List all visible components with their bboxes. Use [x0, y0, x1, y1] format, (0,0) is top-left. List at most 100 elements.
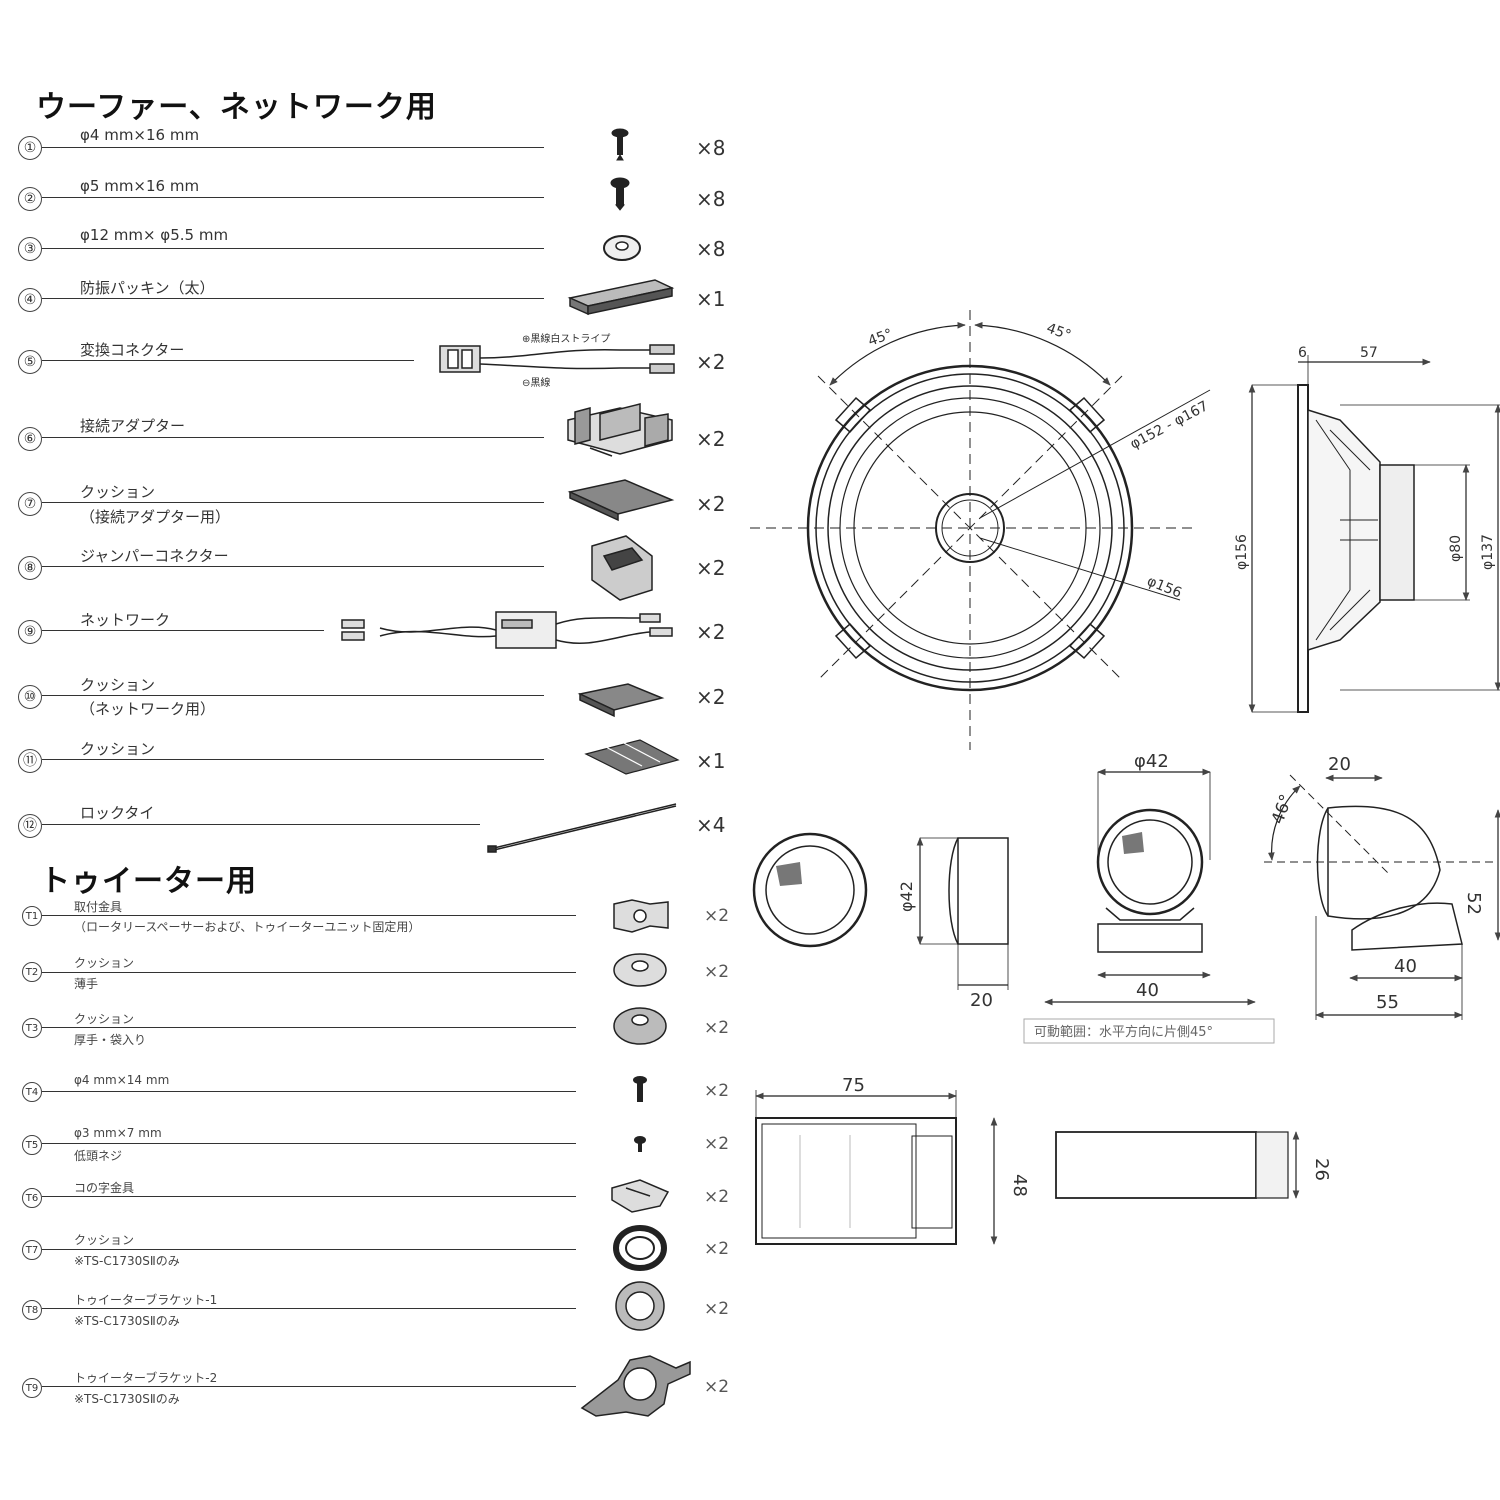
dimension-label: 40 [1136, 980, 1159, 1001]
leader-line [42, 1386, 576, 1387]
tweeter-front-view [752, 832, 868, 948]
item-number: ⑨ [18, 620, 42, 644]
leader-line [42, 1196, 576, 1197]
item-quantity: ×2 [704, 1134, 730, 1154]
item-sublabel: （ロータリースペーサーおよび、トゥイーターユニット固定用） [74, 920, 421, 934]
item-quantity: ×1 [696, 749, 726, 773]
item-label: クッション [74, 956, 135, 970]
tweeter-bracket-icon [580, 1355, 691, 1417]
item-quantity: ×2 [696, 350, 726, 374]
item-label: クッション [80, 676, 156, 694]
dimension-label: φ42 [897, 881, 916, 912]
item-label: トゥイーターブラケット-2 [74, 1371, 218, 1385]
cable-tie-icon [487, 803, 677, 853]
item-quantity: ×2 [704, 1377, 730, 1397]
item-quantity: ×4 [696, 813, 726, 837]
leader-line [42, 915, 576, 916]
item-number: ⑧ [18, 556, 42, 580]
ring-icon [613, 1225, 667, 1271]
item-number: T1 [22, 906, 42, 926]
item-quantity: ×2 [696, 492, 726, 516]
woofer-side-view: 6 57 φ156 φ80 φ137 [1234, 345, 1500, 713]
item-quantity: ×2 [696, 685, 726, 709]
jumper-connector-icon [591, 535, 653, 601]
item-label: クッション [74, 1233, 135, 1247]
dimension-label: φ137 [1480, 534, 1496, 570]
item-label: φ4 mm×16 mm [80, 126, 200, 144]
dimension-label: 48 [1009, 1174, 1030, 1197]
leader-line [42, 566, 544, 567]
item-number: ⑤ [18, 350, 42, 374]
leader-line [42, 248, 544, 249]
dimension-label: 20 [970, 990, 993, 1011]
item-label: クッション [80, 740, 156, 758]
u-bracket-icon [611, 1179, 670, 1213]
tweeter-bracket-icon [615, 1281, 665, 1331]
dimension-label: 20 [1328, 754, 1351, 775]
item-quantity: ×2 [696, 556, 726, 580]
screw-icon [610, 177, 630, 211]
rotation-range-note: 可動範囲：水平方向に片側45° [1034, 1024, 1213, 1040]
cushion-pad-icon [577, 683, 665, 718]
washer-icon [603, 235, 641, 261]
dimension-label: φ156 [1145, 573, 1184, 601]
item-label: 防振パッキン（太） [80, 279, 215, 297]
dimension-label: 6 [1298, 345, 1307, 361]
tweeter-section-title: トゥイーター用 [40, 864, 257, 899]
item-sublabel: （接続アダプター用） [80, 508, 231, 526]
leader-line [42, 197, 544, 198]
dimension-label: 52 [1463, 892, 1484, 915]
item-number: ① [18, 136, 42, 160]
cushion-strips-icon [584, 739, 680, 775]
item-sublabel: 厚手・袋入り [74, 1033, 147, 1047]
item-label: φ12 mm× φ5.5 mm [80, 226, 229, 244]
item-number: T2 [22, 962, 42, 982]
cable-polarity-note: ⊕黒線白ストライプ [522, 332, 610, 345]
leader-line [42, 1027, 576, 1028]
item-label: φ5 mm×16 mm [80, 177, 200, 195]
leader-line [42, 502, 544, 503]
item-quantity: ×8 [696, 136, 726, 160]
item-quantity: ×8 [696, 237, 726, 261]
item-label: ロックタイ [80, 804, 155, 822]
item-number: T7 [22, 1240, 42, 1260]
adapter-icon [567, 403, 673, 457]
item-number: ⑩ [18, 685, 42, 709]
tweeter-stand-front-view: φ42 40 40 可動範囲：水平方向に片側45° [1023, 751, 1275, 1044]
item-sublabel: 薄手 [74, 977, 99, 991]
item-number: ③ [18, 237, 42, 261]
network-side-view: 26 [1055, 1131, 1332, 1199]
item-label: ジャンパーコネクター [80, 547, 229, 565]
leader-line [42, 437, 544, 438]
cable-polarity-note: ⊖黒線 [522, 376, 550, 389]
network-box-icon [341, 611, 673, 649]
item-sublabel: ※TS-C1730SⅡのみ [74, 1254, 180, 1268]
item-quantity: ×2 [704, 1018, 730, 1038]
item-label: 接続アダプター [80, 417, 186, 435]
ring-cushion-icon [613, 953, 667, 987]
item-quantity: ×2 [704, 1299, 730, 1319]
screw-icon [633, 1076, 647, 1102]
leader-line [42, 972, 576, 973]
leader-line [42, 695, 544, 696]
item-quantity: ×2 [704, 1187, 730, 1207]
item-quantity: ×2 [696, 620, 726, 644]
item-label: φ4 mm×14 mm [74, 1073, 170, 1087]
item-label: φ3 mm×7 mm [74, 1126, 162, 1140]
item-label: クッション [74, 1012, 135, 1026]
ring-cushion-icon [613, 1007, 667, 1045]
dimension-label: 55 [1376, 992, 1399, 1013]
dimension-label: φ80 [1448, 535, 1464, 562]
mount-bracket-icon [613, 899, 669, 933]
item-label: トゥイーターブラケット-1 [74, 1293, 218, 1307]
item-number: T3 [22, 1018, 42, 1038]
leader-line [42, 759, 544, 760]
tweeter-side-view: φ42 20 [897, 837, 1009, 1011]
dimension-label: 26 [1311, 1158, 1332, 1181]
woofer-section-title: ウーファー、ネットワーク用 [36, 90, 437, 125]
leader-line [42, 1091, 576, 1092]
leader-line [42, 360, 414, 361]
leader-line [42, 298, 544, 299]
item-number: ② [18, 187, 42, 211]
